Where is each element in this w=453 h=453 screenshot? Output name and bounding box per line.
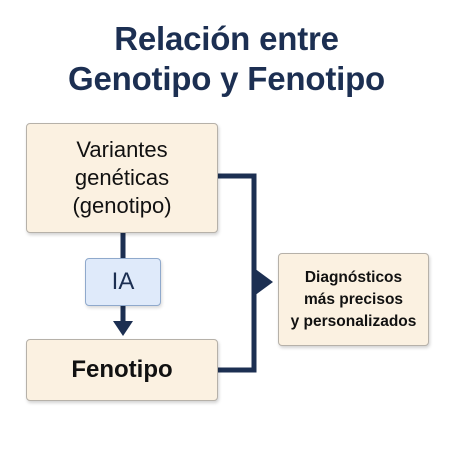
outcome-line-2: más precisos xyxy=(303,290,404,308)
page-title-line-2: Genotipo y Fenotipo xyxy=(68,60,385,97)
phenotype-node: Fenotipo xyxy=(26,339,218,401)
outcome-line-1: Diagnósticos xyxy=(304,268,403,286)
outcome-arrowhead xyxy=(254,268,273,296)
outcome-line-3: y personalizados xyxy=(290,312,417,330)
ai-node: IA xyxy=(85,258,161,306)
phenotype-label: Fenotipo xyxy=(71,356,173,383)
genotype-line-1: Variantes xyxy=(76,137,168,162)
bracket-line xyxy=(218,173,257,373)
genotype-line-3: (genotipo) xyxy=(72,193,172,218)
page-title-line-1: Relación entre xyxy=(114,20,339,57)
phenotype-arrowhead xyxy=(113,321,133,336)
ai-label: IA xyxy=(111,268,135,295)
genotype-node: Variantes genéticas (genotipo) xyxy=(26,123,218,233)
outcome-node: Diagnósticos más precisos y personalizad… xyxy=(278,253,429,346)
genotype-line-2: genéticas xyxy=(74,165,170,190)
